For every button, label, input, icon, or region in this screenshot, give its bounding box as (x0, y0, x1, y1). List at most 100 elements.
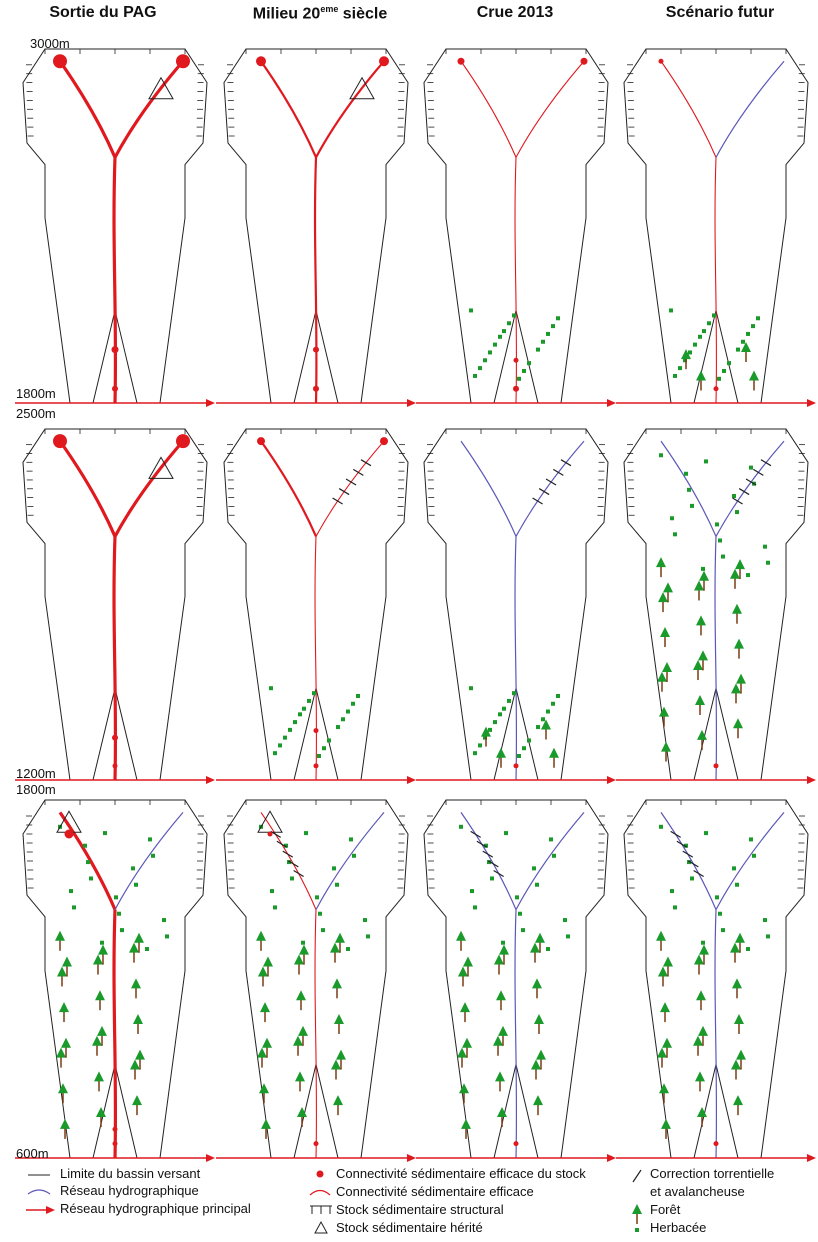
tree-icon (481, 726, 491, 737)
tree-icon (536, 1049, 546, 1060)
grass-dot-icon (722, 368, 726, 373)
grass-dot-icon (690, 503, 694, 508)
tree-icon (459, 1083, 469, 1094)
left-tributary (58, 811, 117, 911)
tree-icon (256, 930, 266, 941)
red-dot-icon (580, 57, 588, 65)
altitude-label: 1800m (16, 386, 56, 401)
main-channel (714, 157, 718, 404)
basin-panel-r2-c2 (216, 428, 416, 784)
title-scenario-futur: Scénario futur (665, 4, 775, 21)
main-channel (314, 536, 318, 781)
grass-dot-icon (670, 889, 674, 894)
grass-dot-icon (563, 918, 567, 923)
correction-icon (538, 488, 550, 496)
tree-icon (733, 718, 743, 729)
right-tributary (113, 60, 185, 159)
arrow-head (206, 1154, 215, 1162)
altitude-label: 1800m (16, 782, 56, 797)
basin-panel-r1-c1 (15, 48, 215, 407)
right-tributary (315, 812, 385, 910)
red-dot-icon (316, 1170, 324, 1178)
grass-dot-icon (151, 853, 155, 858)
grass-dot-icon (349, 837, 353, 842)
grass-dot-icon (483, 735, 487, 740)
tree-icon (299, 944, 309, 955)
tree-icon (458, 966, 468, 977)
grass-dot-icon (749, 465, 753, 470)
grass-dot-icon (746, 947, 750, 952)
tree-icon (663, 582, 673, 593)
basin-panel-r1-c4 (616, 48, 816, 407)
red-dot-icon (513, 1141, 519, 1147)
grass-dot-icon (478, 366, 482, 371)
grass-dot-icon (707, 321, 711, 326)
grass-dot-icon (287, 860, 291, 865)
tree-icon (55, 930, 65, 941)
correction-icon (338, 488, 350, 496)
main-channel (514, 157, 518, 404)
tree-icon (697, 1107, 707, 1118)
grass-dot-icon (732, 494, 736, 499)
grass-dot-icon (546, 331, 550, 336)
tree-icon (261, 1118, 271, 1129)
red-dot-icon (713, 1141, 719, 1147)
red-dot-icon (112, 385, 118, 392)
red-dot-icon (176, 54, 190, 69)
tree-icon (336, 1049, 346, 1060)
main-channel (514, 536, 518, 781)
tree-icon (297, 1107, 307, 1118)
tree-icon (494, 954, 504, 965)
right-tributary (515, 812, 585, 910)
red-dot-icon (313, 763, 319, 769)
grass-dot-icon (732, 866, 736, 871)
grass-dot-icon (315, 895, 319, 900)
grass-dot-icon (352, 853, 356, 858)
tree-icon (658, 966, 668, 977)
left-tributary (460, 812, 517, 910)
correction-icon (345, 478, 357, 486)
grass-dot-icon (712, 313, 716, 318)
red-dot-icon (313, 346, 319, 353)
grass-dot-icon (317, 753, 321, 758)
grass-dot-icon (288, 727, 292, 732)
tree-icon (498, 1025, 508, 1036)
tree-icon (698, 650, 708, 661)
arrow-head (206, 399, 215, 407)
grass-dot-icon (165, 934, 169, 939)
grass-dot-icon (293, 720, 297, 725)
tree-icon (129, 942, 139, 953)
title-milieu-main: Milieu 20 (252, 5, 321, 23)
tree-icon (661, 741, 671, 752)
tree-icon (533, 1095, 543, 1106)
tree-icon (134, 932, 144, 943)
title-milieu-20e-siecle: Milieu 20eme siècle (230, 4, 410, 26)
tree-icon (460, 1002, 470, 1013)
grass-dot-icon (498, 712, 502, 717)
grass-dot-icon (546, 709, 550, 714)
red-dot-icon (513, 357, 519, 363)
grass-dot-icon (517, 376, 521, 381)
grass-dot-icon (298, 712, 302, 717)
correction-icon (745, 478, 757, 486)
grass-dot-icon (687, 487, 691, 492)
grass-dot-icon (522, 368, 526, 373)
basin-panel-r1-c3 (416, 48, 616, 407)
grass-dot-icon (541, 717, 545, 722)
grass-dot-icon (718, 911, 722, 916)
tree-icon (257, 1047, 267, 1058)
grass-dot-icon (752, 853, 756, 858)
tree-icon (736, 673, 746, 684)
tree-icon (262, 1037, 272, 1048)
left-tributary (260, 440, 318, 537)
title-milieu-sup: eme (320, 4, 339, 14)
correction-icon (353, 468, 364, 476)
grass-dot-icon (504, 831, 508, 836)
tree-icon (632, 1204, 642, 1214)
grass-dot-icon (688, 350, 692, 355)
tree-icon (549, 747, 559, 758)
grass-dot-icon (459, 824, 463, 829)
legend-connect-icon (309, 1189, 331, 1196)
tree-icon (461, 1118, 471, 1129)
grass-dot-icon (507, 321, 511, 326)
